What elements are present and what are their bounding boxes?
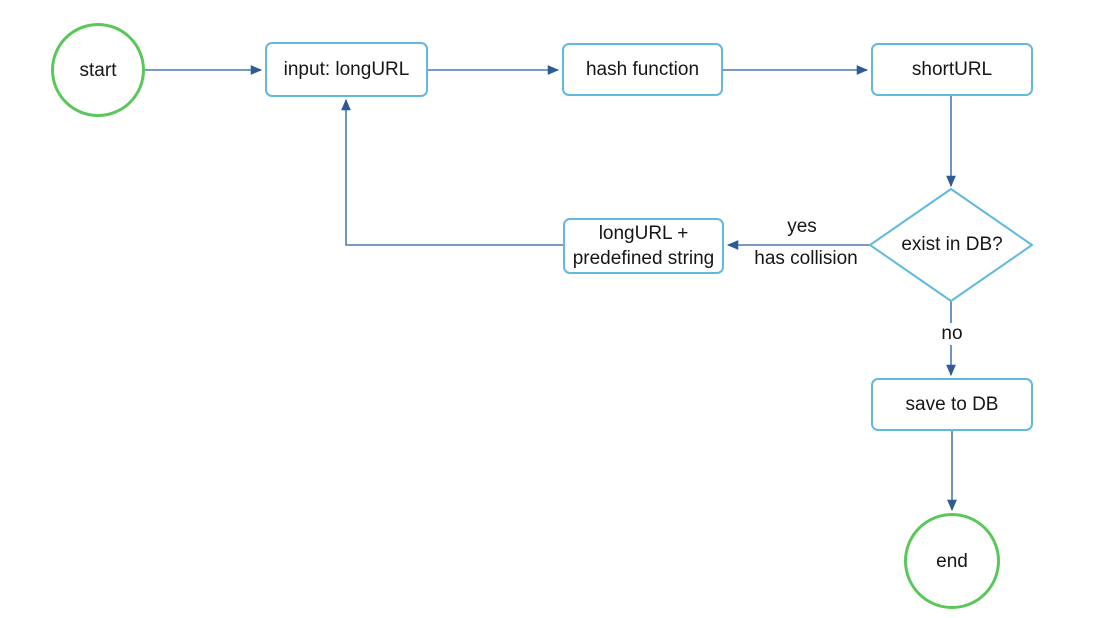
end-terminal-label: end (936, 550, 968, 572)
shorturl-label: shortURL (911, 59, 993, 80)
hash-function-node: hash function (562, 43, 723, 96)
end-terminal: end (904, 513, 1000, 609)
exist-in-db-decision-shape (869, 188, 1033, 302)
save-to-db-label: save to DB (905, 394, 999, 415)
hash-function-label: hash function (585, 59, 700, 80)
edge-label-no: no (937, 323, 967, 345)
append-string-node: longURL + predefined string (563, 218, 724, 274)
edge-append-loop-to-input (341, 98, 563, 246)
exist-in-db-text: exist in DB? (901, 234, 1003, 255)
edge-label-has-collision: has collision (750, 248, 862, 270)
input-longurl-label: input: longURL (283, 59, 410, 80)
start-terminal: start (51, 23, 145, 117)
exist-in-db-decision-label: exist in DB? (871, 189, 1033, 301)
edge-label-yes: yes (783, 216, 821, 238)
append-string-line2: predefined string (572, 248, 715, 269)
save-to-db-node: save to DB (871, 378, 1033, 431)
shorturl-node: shortURL (871, 43, 1033, 96)
start-terminal-label: start (79, 59, 117, 81)
input-longurl-node: input: longURL (265, 42, 428, 97)
append-string-line1: longURL + (598, 223, 689, 244)
append-string-label: longURL + predefined string (573, 221, 715, 271)
